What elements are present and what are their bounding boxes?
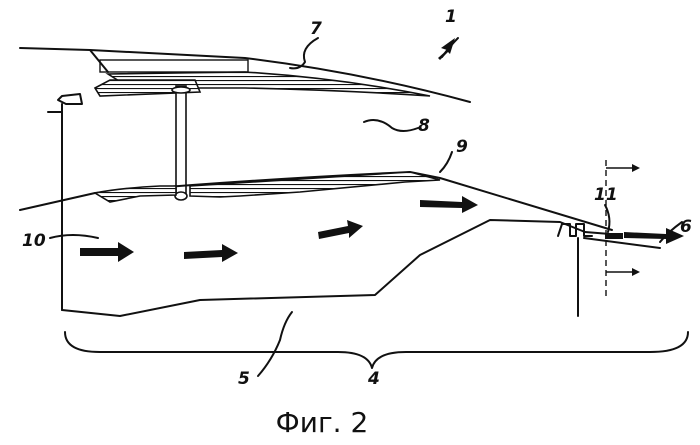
- label-1: 1: [445, 7, 457, 27]
- label-11: 11: [594, 185, 618, 205]
- flow-arrows: [80, 196, 684, 262]
- label-9: 9: [456, 137, 468, 157]
- cowl-door-panel: [100, 60, 248, 72]
- label-10: 10: [22, 231, 46, 251]
- label-5: 5: [238, 369, 250, 389]
- label-7: 7: [310, 19, 322, 39]
- strut-rod: [176, 86, 186, 196]
- label-6: 6: [680, 217, 692, 237]
- label-8: 8: [418, 116, 430, 136]
- bracket-4: [65, 332, 688, 368]
- label-4: 4: [367, 369, 380, 389]
- fan-support-strut: [95, 80, 200, 200]
- figure-caption: Фиг. 2: [276, 406, 369, 439]
- nacelle-cowl: [20, 48, 470, 102]
